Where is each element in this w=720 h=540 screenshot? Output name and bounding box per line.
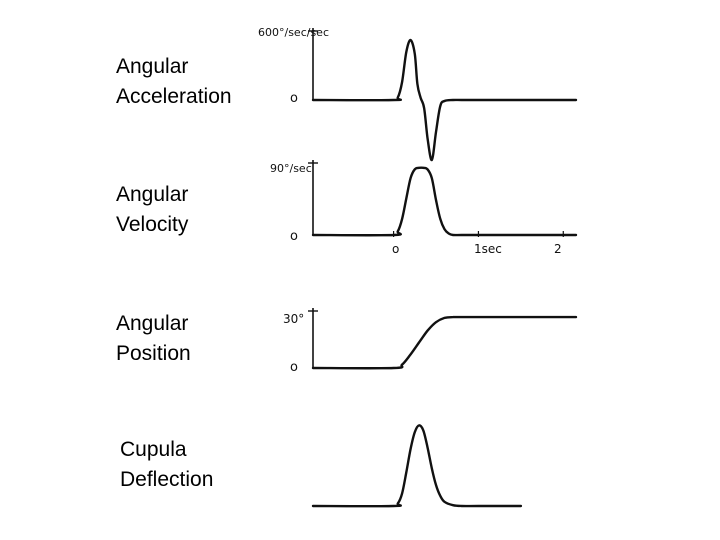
panel-label-velocity: Angular Velocity <box>116 180 188 240</box>
label-line: Deflection <box>120 468 214 491</box>
label-line: Cupula <box>120 438 187 461</box>
label-line: Angular <box>116 183 189 206</box>
panel-label-cupula: Cupula Deflection <box>120 435 213 495</box>
label-line: Angular <box>116 312 189 335</box>
label-line: Angular <box>116 55 189 78</box>
x-tick-label: o <box>392 242 399 256</box>
y-zero-label: o <box>290 91 298 106</box>
x-tick-label: 2 <box>554 242 562 256</box>
y-top-label: 90°/sec <box>270 162 312 175</box>
panel-label-acceleration: Angular Acceleration <box>116 52 232 112</box>
x-tick-label: 1sec <box>474 242 502 256</box>
panel-label-position: Angular Position <box>116 309 191 369</box>
series-line <box>311 38 578 162</box>
y-top-label: 600°/sec/sec <box>258 26 329 39</box>
series-line <box>311 166 578 237</box>
series-line <box>311 424 523 508</box>
series-line <box>311 315 578 370</box>
label-line: Velocity <box>116 213 189 236</box>
label-line: Position <box>116 342 191 365</box>
y-zero-label: o <box>290 360 298 375</box>
label-line: Acceleration <box>116 85 232 108</box>
y-zero-label: o <box>290 229 298 244</box>
y-top-label: 30° <box>283 312 304 326</box>
